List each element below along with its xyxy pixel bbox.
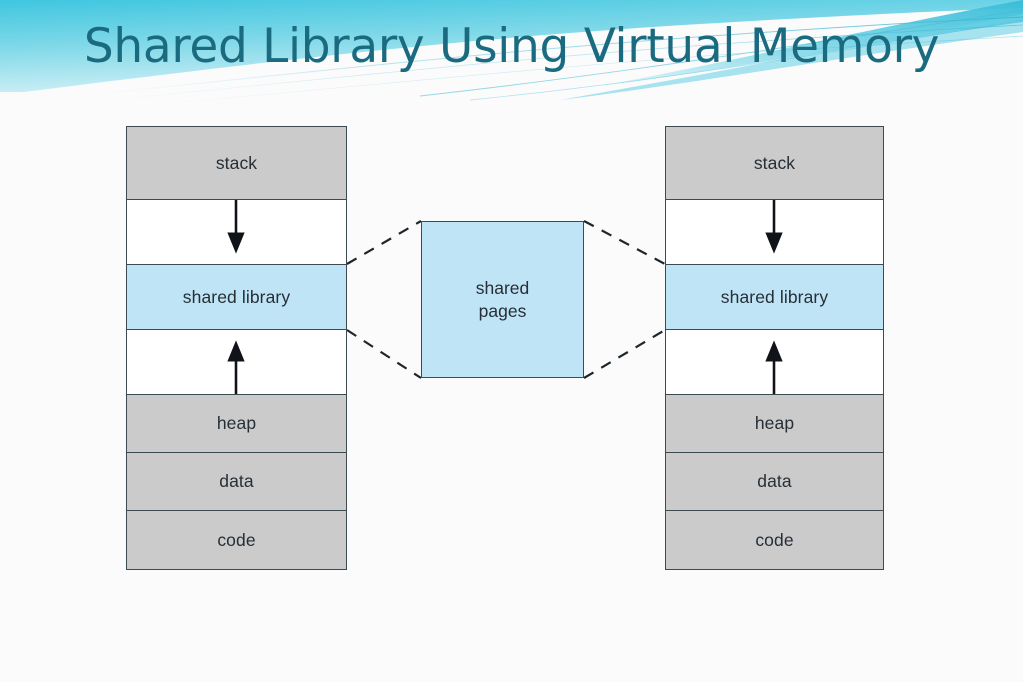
heap-growth-up-arrow [227, 340, 245, 394]
segment-label: stack [753, 152, 796, 173]
segment-heap-right: heap [665, 394, 884, 453]
segment-gap-lower-left [126, 329, 347, 395]
segment-label: data [757, 471, 792, 491]
stack-growth-down-arrow [765, 200, 783, 254]
segment-label: shared library [720, 286, 829, 307]
segment-code-right: code [665, 510, 884, 570]
segment-stack-right: stack [665, 126, 884, 200]
segment-gap-lower-right [665, 329, 884, 395]
segment-stack-left: stack [126, 126, 347, 200]
segment-gap-upper-right [665, 199, 884, 265]
segment-shared-library-right: shared library [665, 264, 884, 330]
shared-pages-label-line1: shared [475, 277, 530, 298]
shared-pages-box: shared pages [421, 221, 584, 378]
stack-growth-down-arrow [227, 200, 245, 254]
segment-heap-left: heap [126, 394, 347, 453]
segment-label: heap [216, 413, 257, 433]
segment-code-left: code [126, 510, 347, 570]
process-1-address-space: stack shared library [126, 126, 347, 570]
segment-label: stack [215, 152, 258, 173]
shared-pages-label-line2: pages [478, 300, 527, 321]
segment-label: code [217, 529, 256, 550]
segment-data-left: data [126, 452, 347, 511]
segment-shared-library-left: shared library [126, 264, 347, 330]
segment-label: shared library [182, 286, 291, 307]
segment-label: heap [754, 413, 795, 433]
process-2-address-space: stack shared library [665, 126, 884, 570]
page-title: Shared Library Using Virtual Memory [83, 19, 940, 74]
segment-gap-upper-left [126, 199, 347, 265]
heap-growth-up-arrow [765, 340, 783, 394]
segment-label: code [755, 529, 794, 550]
segment-data-right: data [665, 452, 884, 511]
segment-label: data [219, 471, 254, 491]
